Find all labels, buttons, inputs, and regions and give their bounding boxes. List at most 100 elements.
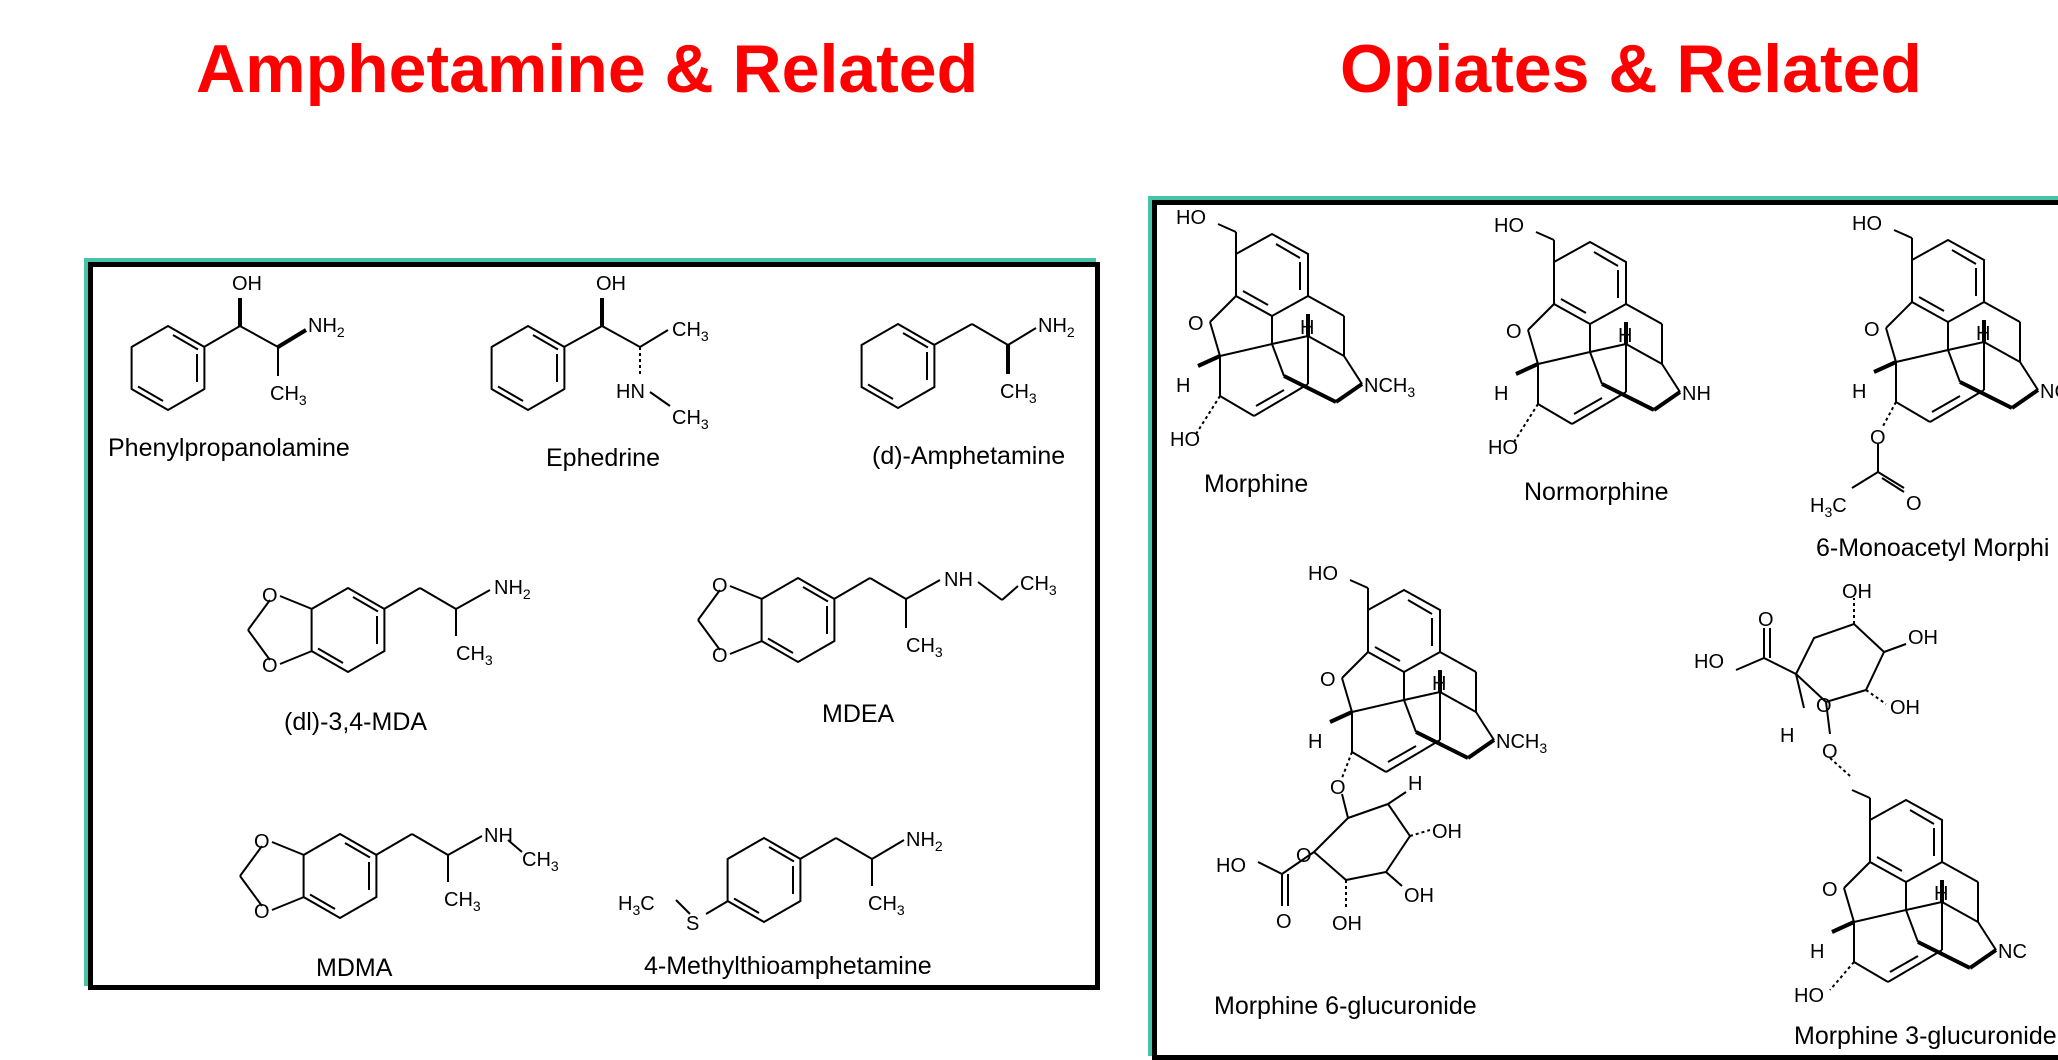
svg-text:HO: HO	[1216, 855, 1246, 877]
svg-text:H3C: H3C	[618, 893, 655, 918]
svg-text:CH3: CH3	[522, 849, 559, 874]
label-4-methylthioamphetamine: 4-Methylthioamphetamine	[644, 952, 932, 980]
svg-text:NC: NC	[2040, 381, 2058, 403]
svg-text:NC: NC	[1998, 941, 2027, 963]
svg-text:CH3: CH3	[672, 407, 709, 432]
svg-text:CH3: CH3	[672, 319, 709, 344]
svg-text:CH3: CH3	[270, 383, 307, 408]
svg-text:CH3: CH3	[1000, 381, 1037, 406]
svg-text:O: O	[1906, 493, 1922, 515]
svg-text:CH3: CH3	[1020, 573, 1057, 598]
amphetamine-panel	[88, 262, 1100, 990]
structure-morphine-6-glucuronide: HO O H H NCH3 O H OH O HO OH O OH	[1216, 563, 1547, 935]
svg-text:O: O	[1870, 427, 1886, 449]
svg-text:H: H	[1300, 317, 1314, 339]
label-mdea: MDEA	[822, 700, 895, 728]
svg-text:O: O	[1822, 879, 1838, 901]
svg-text:HO: HO	[1176, 207, 1206, 229]
svg-text:H: H	[1810, 941, 1824, 963]
svg-text:NH2: NH2	[906, 829, 943, 854]
label-morphine: Morphine	[1204, 470, 1308, 498]
label-6-monoacetyl-morphine: 6-Monoacetyl Morphi	[1816, 534, 2049, 562]
svg-text:NH: NH	[944, 569, 973, 591]
svg-text:OH: OH	[1890, 697, 1920, 719]
svg-text:HO: HO	[1170, 429, 1200, 451]
svg-text:O: O	[1276, 911, 1292, 933]
svg-text:H3C: H3C	[1810, 495, 1847, 520]
structure-6-monoacetyl-morphine: HO O H H NC O H3C O	[1810, 213, 2058, 520]
svg-text:O: O	[1864, 319, 1880, 341]
svg-text:CH3: CH3	[868, 893, 905, 918]
svg-text:HO: HO	[1488, 437, 1518, 459]
svg-text:CH3: CH3	[906, 635, 943, 660]
svg-text:O: O	[1506, 321, 1522, 343]
amphetamine-section-title: Amphetamine & Related	[196, 31, 979, 107]
svg-text:H: H	[1780, 725, 1794, 747]
svg-text:O: O	[254, 831, 270, 853]
label-phenylpropanolamine: Phenylpropanolamine	[108, 434, 350, 462]
svg-text:NH2: NH2	[308, 315, 345, 340]
structure-ephedrine: OH CH3 HN CH3	[490, 273, 709, 432]
structure-morphine-3-glucuronide: O OH HO OH O OH H O	[1694, 581, 1938, 777]
svg-text:NH: NH	[484, 825, 513, 847]
svg-text:O: O	[1320, 669, 1336, 691]
svg-text:O: O	[1296, 845, 1312, 867]
svg-text:O: O	[1330, 777, 1346, 799]
svg-text:OH: OH	[1842, 581, 1872, 603]
svg-text:H: H	[1176, 375, 1190, 397]
svg-text:O: O	[1758, 609, 1774, 631]
svg-text:O: O	[262, 655, 278, 677]
svg-text:OH: OH	[232, 273, 262, 295]
svg-text:HO: HO	[1308, 563, 1338, 585]
svg-text:NCH3: NCH3	[1496, 731, 1547, 756]
label-morphine-3-glucuronide: Morphine 3-glucuronide	[1794, 1022, 2057, 1050]
svg-text:H: H	[1618, 325, 1632, 347]
svg-text:HO: HO	[1494, 215, 1524, 237]
svg-text:NH2: NH2	[1038, 315, 1075, 340]
svg-text:S: S	[686, 913, 699, 935]
structure-mdma: O O NH CH3 CH3	[239, 825, 559, 923]
svg-text:NH: NH	[1682, 383, 1711, 405]
svg-text:H: H	[1852, 381, 1866, 403]
label-d-amphetamine: (d)-Amphetamine	[872, 442, 1065, 470]
structure-d-amphetamine: NH2 CH3	[860, 315, 1075, 409]
label-morphine-6-glucuronide: Morphine 6-glucuronide	[1214, 992, 1477, 1020]
svg-text:H: H	[1976, 323, 1990, 345]
svg-text:OH: OH	[1332, 913, 1362, 935]
structure-4-methylthioamphetamine: NH2 CH3 H3C S	[618, 829, 943, 935]
svg-text:OH: OH	[1908, 627, 1938, 649]
svg-text:O: O	[262, 585, 278, 607]
structure-mdea: O O NH CH3 CH3	[697, 569, 1057, 667]
svg-text:HN: HN	[616, 381, 645, 403]
svg-text:O: O	[254, 901, 270, 923]
svg-text:HO: HO	[1694, 651, 1724, 673]
svg-text:HO: HO	[1852, 213, 1882, 235]
svg-text:HO: HO	[1794, 985, 1824, 1007]
svg-text:H: H	[1408, 773, 1422, 795]
svg-text:H: H	[1308, 731, 1322, 753]
label-mdma: MDMA	[316, 954, 393, 982]
svg-text:NH2: NH2	[494, 577, 531, 602]
svg-text:NCH3: NCH3	[1364, 375, 1415, 400]
structure-morphine: HO O H H NCH3 HO	[1170, 207, 1415, 451]
svg-text:O: O	[1816, 695, 1832, 717]
label-normorphine: Normorphine	[1524, 478, 1669, 506]
opiates-section-title: Opiates & Related	[1340, 31, 1922, 107]
structure-mda: O O NH2 CH3	[247, 577, 531, 677]
structure-normorphine: HO O H H NH HO	[1488, 215, 1711, 459]
svg-text:OH: OH	[1432, 821, 1462, 843]
svg-text:H: H	[1432, 673, 1446, 695]
svg-text:O: O	[712, 645, 728, 667]
svg-text:CH3: CH3	[456, 643, 493, 668]
structure-phenylpropanolamine: OH NH2 CH3	[130, 273, 345, 411]
svg-text:O: O	[712, 575, 728, 597]
svg-text:H: H	[1494, 383, 1508, 405]
svg-text:O: O	[1822, 741, 1838, 763]
svg-text:OH: OH	[596, 273, 626, 295]
label-mda: (dl)-3,4-MDA	[284, 708, 427, 736]
label-ephedrine: Ephedrine	[546, 444, 660, 472]
svg-text:OH: OH	[1404, 885, 1434, 907]
svg-text:CH3: CH3	[444, 889, 481, 914]
svg-text:O: O	[1188, 313, 1204, 335]
